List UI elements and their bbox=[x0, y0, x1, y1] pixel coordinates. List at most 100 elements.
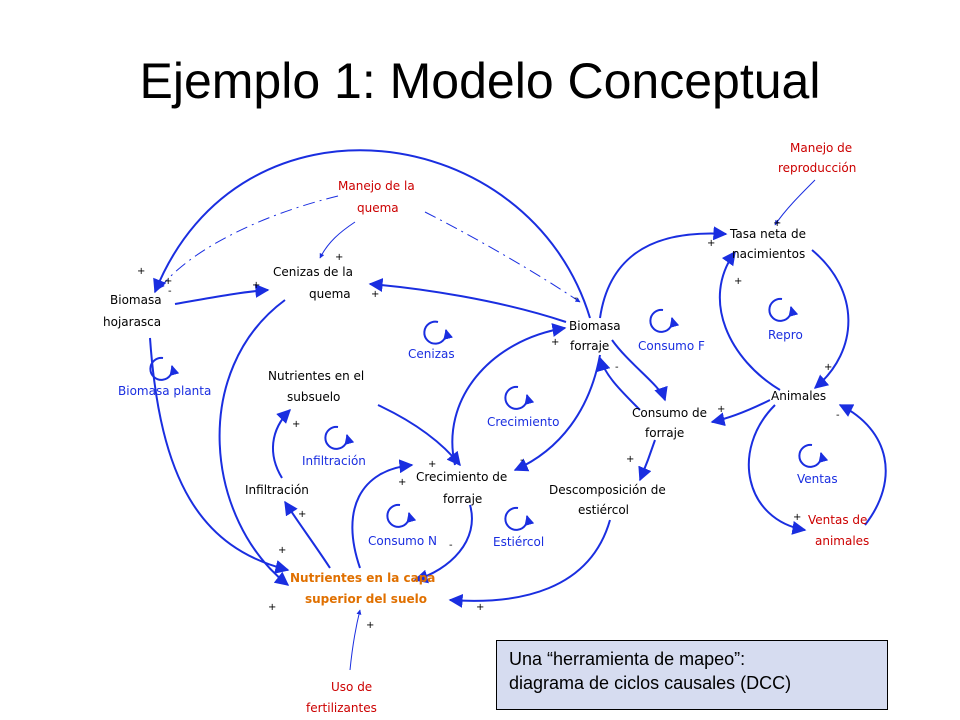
var-manejo-quema-l2: quema bbox=[357, 201, 399, 215]
var-nutrientes-capa-l1: Nutrientes en la capa bbox=[290, 571, 435, 585]
var-manejo-quema-l1: Manejo de la bbox=[338, 179, 415, 193]
pol-23: + bbox=[734, 276, 742, 287]
var-infiltracion: Infiltración bbox=[245, 483, 309, 497]
var-consumo-forraje-l1: Consumo de bbox=[632, 406, 707, 420]
pol-1: + bbox=[137, 266, 145, 277]
link-descomposicion-to-nutrientes bbox=[448, 519, 611, 608]
var-crecimiento-forraje: Crecimiento de forraje bbox=[416, 470, 507, 506]
link-tasa-to-animales bbox=[811, 249, 850, 389]
link-consumo-to-forraje bbox=[596, 356, 641, 411]
link-subsuelo-to-crecimiento bbox=[377, 404, 461, 467]
loop-biomasa-planta-label: Biomasa planta bbox=[118, 384, 211, 398]
pol-12: + bbox=[398, 477, 406, 488]
loop-biomasa-planta-icon bbox=[149, 356, 180, 381]
pol-5: + bbox=[252, 280, 260, 291]
var-ventas-animales-l1: Ventas de bbox=[808, 513, 867, 527]
loop-consumo-n-label: Consumo N bbox=[368, 534, 437, 548]
pol-11: + bbox=[428, 459, 436, 470]
link-forraje-to-hojarasca bbox=[153, 149, 591, 319]
var-nutrientes-subsuelo: Nutrientes en el subsuelo bbox=[268, 369, 364, 404]
link-animales-to-tasa bbox=[718, 250, 781, 391]
link-infiltracion-to-subsuelo bbox=[271, 409, 291, 479]
pol-2: + bbox=[164, 276, 172, 287]
caption-line-2: diagrama de ciclos causales (DCC) bbox=[509, 673, 792, 693]
var-ventas-animales-l2: animales bbox=[815, 534, 869, 548]
caption-box: Una “herramienta de mapeo”: diagrama de … bbox=[496, 640, 888, 710]
loop-cenizas: Cenizas bbox=[408, 320, 455, 361]
link-cenizas-to-nutrientes bbox=[218, 299, 290, 586]
link-hojarasca-to-nutrientes bbox=[149, 337, 290, 574]
pol-10: + bbox=[292, 419, 300, 430]
link-fertilizantes-to-nutrientes bbox=[349, 609, 362, 671]
link-hojarasca-to-cenizas bbox=[174, 283, 270, 305]
pol-14: + bbox=[298, 509, 306, 520]
slide-title: Ejemplo 1: Modelo Conceptual bbox=[139, 53, 821, 109]
var-biomasa-hojarasca-l2: hojarasca bbox=[103, 315, 161, 329]
link-ventas-to-animales bbox=[838, 404, 887, 526]
var-tasa-nacimientos-l2: nacimientos bbox=[732, 247, 805, 261]
pol-18: + bbox=[476, 602, 484, 613]
link-crecimiento-to-nutrientes bbox=[413, 504, 473, 584]
var-biomasa-forraje-l2: forraje bbox=[570, 339, 609, 353]
link-animales-to-consumo bbox=[710, 399, 771, 427]
pol-24: + bbox=[824, 362, 832, 373]
pol-27: + bbox=[773, 218, 781, 229]
pol-8: + bbox=[551, 337, 559, 348]
var-crecimiento-forraje-l2: forraje bbox=[443, 492, 482, 506]
var-descomposicion-l1: Descomposición de bbox=[549, 483, 666, 497]
var-cenizas-quema-l2: quema bbox=[309, 287, 351, 301]
caption-line-1: Una “herramienta de mapeo”: bbox=[509, 649, 746, 669]
var-biomasa-forraje: Biomasa forraje bbox=[569, 319, 621, 353]
var-descomposicion-l2: estiércol bbox=[578, 503, 629, 517]
link-nutrientes-to-infiltracion bbox=[284, 500, 331, 569]
loop-cenizas-icon bbox=[423, 320, 454, 345]
link-reproduccion-to-tasa bbox=[774, 179, 816, 226]
pol-26: + bbox=[793, 512, 801, 523]
var-uso-fertilizantes-l1: Uso de bbox=[331, 680, 372, 694]
pol-7: - bbox=[574, 293, 578, 304]
link-crecimiento-to-forraje bbox=[451, 323, 567, 466]
loop-cenizas-label: Cenizas bbox=[408, 347, 455, 361]
pol-4: + bbox=[335, 252, 343, 263]
loop-ventas-icon bbox=[798, 443, 829, 468]
link-forraje-to-cenizas bbox=[368, 278, 567, 323]
pol-17: + bbox=[268, 602, 276, 613]
var-manejo-reproduccion: Manejo de reproducción bbox=[778, 141, 856, 175]
loop-crecimiento-icon bbox=[504, 385, 535, 410]
pol-19: + bbox=[366, 620, 374, 631]
pol-21: + bbox=[717, 404, 725, 415]
var-crecimiento-forraje-l1: Crecimiento de bbox=[416, 470, 507, 484]
var-nutrientes-capa-l2: superior del suelo bbox=[305, 592, 427, 606]
link-nutrientes-to-crecimiento bbox=[351, 459, 414, 569]
loop-infiltracion-icon bbox=[324, 425, 355, 450]
var-manejo-reproduccion-l2: reproducción bbox=[778, 161, 856, 175]
link-animales-to-ventas bbox=[747, 404, 807, 535]
var-biomasa-forraje-l1: Biomasa bbox=[569, 319, 621, 333]
var-tasa-nacimientos-l1: Tasa neta de bbox=[729, 227, 806, 241]
loop-consumo-f: Consumo F bbox=[638, 308, 705, 353]
var-biomasa-hojarasca-l1: Biomasa bbox=[110, 293, 162, 307]
link-quema-to-cenizas bbox=[319, 221, 356, 259]
var-manejo-reproduccion-l1: Manejo de bbox=[790, 141, 852, 155]
var-nutrientes-subsuelo-l1: Nutrientes en el bbox=[268, 369, 364, 383]
loop-repro-icon bbox=[768, 297, 799, 322]
loop-biomasa-planta: Biomasa planta bbox=[118, 356, 211, 398]
var-ventas-animales: Ventas de animales bbox=[808, 513, 869, 548]
pol-22: + bbox=[707, 238, 715, 249]
link-forraje-to-crecimiento bbox=[513, 354, 601, 472]
link-forraje-to-consumo bbox=[611, 339, 668, 402]
var-consumo-forraje: Consumo de forraje bbox=[632, 406, 707, 440]
loop-consumo-n-icon bbox=[386, 503, 417, 528]
loop-estiercol-label: Estiércol bbox=[493, 535, 544, 549]
loop-consumo-n: Consumo N bbox=[368, 503, 437, 548]
loop-infiltracion: Infiltración bbox=[302, 425, 366, 468]
var-biomasa-hojarasca: Biomasa hojarasca bbox=[103, 293, 162, 329]
loop-consumo-f-label: Consumo F bbox=[638, 339, 705, 353]
var-consumo-forraje-l2: forraje bbox=[645, 426, 684, 440]
var-uso-fertilizantes: Uso de fertilizantes bbox=[306, 680, 377, 715]
loop-estiercol: Estiércol bbox=[493, 506, 544, 549]
link-quema-to-hojarasca bbox=[159, 195, 339, 289]
var-descomposicion: Descomposición de estiércol bbox=[549, 483, 666, 517]
pol-13: - bbox=[520, 455, 524, 466]
loop-repro-label: Repro bbox=[768, 328, 803, 342]
